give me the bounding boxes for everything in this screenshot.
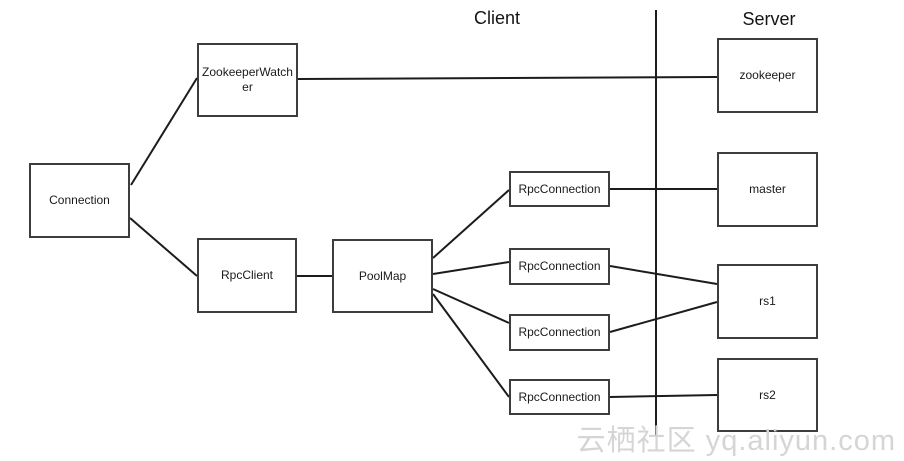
node-rpc-connection-1: RpcConnection	[509, 171, 610, 207]
edge-rpc-connection-3-to-rs1	[609, 301, 718, 333]
edge-pool-map-to-rpc-connection-1	[432, 189, 510, 259]
node-master: master	[717, 152, 818, 227]
client-section-label: Client	[473, 8, 521, 28]
node-zookeeper-watcher: ZookeeperWatcher	[197, 43, 298, 117]
node-rs1: rs1	[717, 264, 818, 339]
edge-pool-map-to-rpc-connection-2	[432, 261, 510, 275]
edge-zookeeper-watcher-to-zookeeper	[297, 76, 718, 80]
edge-pool-map-to-rpc-connection-3	[432, 288, 510, 324]
edge-connection-to-zookeeper-watcher	[130, 77, 198, 186]
node-rs2: rs2	[717, 358, 818, 432]
node-connection: Connection	[29, 163, 130, 238]
node-rpc-client: RpcClient	[197, 238, 297, 313]
edge-rpc-connection-4-to-rs2	[609, 394, 718, 398]
edge-pool-map-to-rpc-connection-4	[432, 293, 510, 398]
node-rpc-connection-3: RpcConnection	[509, 314, 610, 351]
edge-connection-to-rpc-client	[129, 217, 198, 277]
node-rpc-connection-4: RpcConnection	[509, 379, 610, 415]
node-rpc-connection-2: RpcConnection	[509, 248, 610, 285]
server-section-label: Server	[742, 9, 796, 29]
edge-rpc-connection-2-to-rs1	[609, 265, 718, 285]
node-zookeeper: zookeeper	[717, 38, 818, 113]
node-pool-map: PoolMap	[332, 239, 433, 313]
